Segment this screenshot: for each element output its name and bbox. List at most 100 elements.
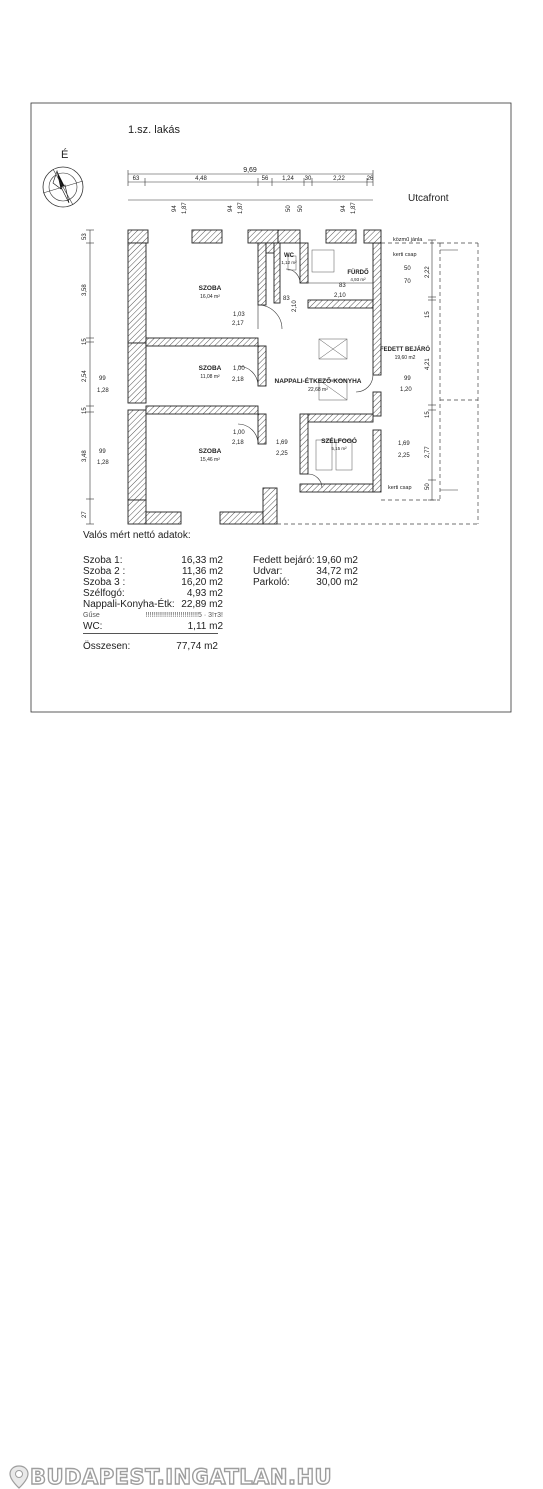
door-dim: 1,20 [400,387,412,393]
door-dim: 83 [283,296,290,302]
door-dim: 2,10 [334,293,346,299]
net-data-title: Valós mért nettó adatok: [83,530,191,541]
room-name: SZOBA [199,365,222,372]
area-row: Nappali-Konyha-Étk: 22,89 m2 [83,599,223,610]
room-area: 16,04 m² [200,294,220,300]
room-area: 5,15 m² [331,446,347,451]
top-dimension-chain [127,170,374,186]
window-dim: 50 [286,205,292,212]
total-label: Összesen: [83,641,131,652]
room-area: 11,08 m² [200,374,220,380]
area-label: Szélfogó: [83,588,125,599]
door-dim: 1,69 [276,440,288,446]
right-dim: 15 [425,311,431,318]
street-front-label: Utcafront [408,193,449,204]
window-dim: 94 [172,205,178,212]
room-area: 4,93 m² [350,277,366,282]
top-dim: 4,48 [195,176,207,182]
room-name: SZOBA [199,285,222,292]
right-dim: 4,21 [425,358,431,370]
area-row: Szoba 2 : 11,36 m2 [83,566,223,577]
walls [127,229,382,525]
area-list-right: Fedett bejáró:19,60 m2 Udvar: 34,72 m2 Pa… [253,555,358,588]
top-dim: 2,22 [333,176,345,182]
room-area: 22,68 m² [308,387,328,393]
top-dim: 30 [305,176,312,182]
door-dim: 2,18 [232,377,244,383]
door-dim: 2,18 [232,440,244,446]
door-dim: 50 [404,266,411,272]
area-list-left: Szoba 1: 16,33 m2 Szoba 2 : 11,36 m2 Szoba… [83,555,223,632]
utility-label: közmű jánla [393,237,423,243]
area-value: !!!!!!!!!!!!!!!!!!!!!!!!!!!5 · 3!т3! [145,612,223,619]
room-area: 15,46 m² [200,457,220,463]
room-area: 1,12 m² [281,260,297,265]
area-label: Szoba 3 : [83,577,126,588]
area-value: 22,89 m2 [181,599,223,610]
left-dim: 15 [82,338,88,345]
window-dim: 1,87 [238,202,244,214]
total-width-dim: 9,69 [243,167,257,174]
footer: BUDAPEST.INGATLAN.HU [0,729,543,1489]
tap-label: kerti csap [393,252,417,258]
left-dim: 3,58 [82,284,88,296]
area-label: Fedett bejáró: [253,555,315,566]
total-row: Összesen: 77,74 m2 [83,641,218,652]
right-dim: 50 [425,483,431,490]
room-name: SZOBA [199,448,222,455]
area-value: 19,60 m2 [316,555,358,566]
area-value: 1,11 m2 [187,621,223,632]
north-label: É [61,148,68,161]
left-dim: 53 [82,233,88,240]
window-dim: 50 [298,205,304,212]
room-area: 19,60 m2 [395,355,416,361]
door-dim: 1,00 [233,430,245,436]
area-row: Parkoló: 30,00 m2 [253,577,358,588]
area-value: 4,93 m2 [186,588,223,599]
left-dim: 3,48 [82,450,88,462]
right-dim: 2,22 [425,266,431,278]
area-label: Szoba 2 : [83,566,126,577]
area-row: WC:1,11 m2 [83,621,223,632]
left-dim: 27 [82,511,88,518]
top-dim: 56 [262,176,269,182]
top-dim: 26 [367,176,374,182]
right-dim: 2,77 [425,446,431,458]
door-dim: 70 [404,279,411,285]
window-dim: 99 [99,376,106,382]
area-value: 30,00 m2 [316,577,358,588]
area-label: Udvar: [253,566,283,577]
door-dim: 2,10 [292,300,298,312]
brand-logo[interactable]: BUDAPEST.INGATLAN.HU [29,1464,333,1489]
door-dim: 2,17 [232,321,244,327]
window-dim: 1,87 [182,202,188,214]
left-dim: 2,54 [82,370,88,382]
sheet-border [30,102,512,713]
right-dim: 15 [425,411,431,418]
north-arrow-icon [42,166,84,208]
area-label: Parkoló: [253,577,290,588]
area-value: 11,36 m2 [182,566,223,577]
room-name: WC [284,253,295,259]
area-value: 16,33 m2 [181,555,223,566]
window-dim: 1,28 [97,388,109,394]
area-row: Szélfogó: 4,93 m2 [83,588,223,599]
room-name: NAPPALI-ÉTKEZŐ-KONYHA [275,376,362,385]
window-dim: 1,28 [97,460,109,466]
plan-title: 1.sz. lakás [128,124,180,136]
room-name: FÜRDŐ [347,269,369,276]
door-dim: 1,03 [233,312,245,318]
covered-entrance-outline [277,242,479,525]
top-dim: 1,24 [282,176,294,182]
left-dimension-chain [86,229,94,525]
door-dim: 2,25 [276,451,288,457]
area-value: 34,72 m2 [316,566,358,577]
area-label: Szoba 1: [83,555,123,566]
room-name: SZÉLFOGÓ [321,436,357,445]
area-label: Nappali-Konyha-Étk: [83,599,175,610]
door-dim: 2,25 [398,453,410,459]
window-dim: 1,87 [351,202,357,214]
room-name: FEDETT BEJÁRÓ [380,345,430,353]
location-pin-icon [9,1465,29,1489]
door-dim: 99 [404,376,411,382]
